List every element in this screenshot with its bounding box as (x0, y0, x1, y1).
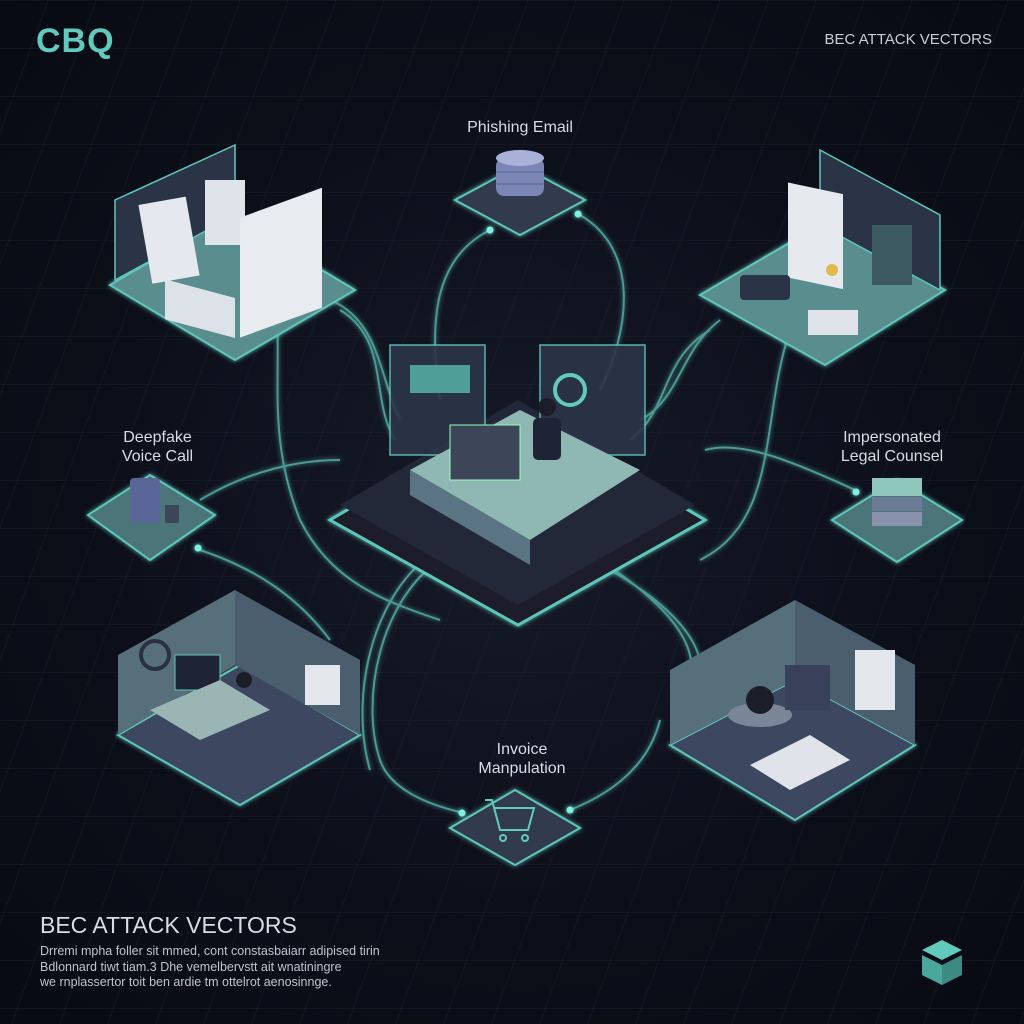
header-title: BEC ATTACK VECTORS (824, 31, 992, 48)
label-phishing-email: Phishing Email (467, 119, 573, 136)
impersonated-legal-counsel-node[interactable] (830, 478, 964, 564)
finance-office-room (667, 600, 917, 822)
phishing-email-node[interactable] (452, 150, 588, 237)
description-line: Bdlonnard tiwt tiam.3 Dhe vemelbervstt a… (40, 959, 342, 974)
label-line: Legal Counsel (840, 448, 944, 465)
shopping-cart-icon (485, 799, 536, 842)
description-line: Drremi mpha foller sit mmed, cont consta… (40, 944, 380, 958)
email-documents-panel (108, 143, 357, 362)
footer-title: BEC ATTACK VECTORS (40, 912, 297, 938)
label-line: Manpulation (478, 760, 566, 777)
label-line: Impersonated (843, 429, 941, 446)
label-impersonated-legal-counsel: Impersonated Legal Counsel (812, 428, 972, 466)
connection-lines (199, 214, 856, 813)
label-line: Deepfake (123, 429, 192, 446)
label-invoice-manipulation: Invoice Manpulation (442, 740, 602, 778)
label-line: Invoice (496, 741, 548, 758)
central-platform (326, 344, 709, 627)
footer-description: Drremi mpha foller sit mmed, cont consta… (40, 944, 380, 991)
label-deepfake-voice-call: Deepfake Voice Call (80, 428, 235, 466)
description-line: we rnplassertor toit ben ardie tm ottelr… (40, 975, 332, 989)
office-workstation-room (115, 590, 362, 807)
brand-logo: CBQ (36, 22, 115, 60)
legal-documents-panel (697, 148, 948, 367)
invoice-manipulation-node[interactable] (447, 788, 583, 867)
cube-logo-icon (922, 940, 962, 985)
connection-endpoints (194, 210, 860, 817)
label-line: Voice Call (121, 448, 194, 465)
deepfake-voice-call-node[interactable] (86, 473, 217, 562)
